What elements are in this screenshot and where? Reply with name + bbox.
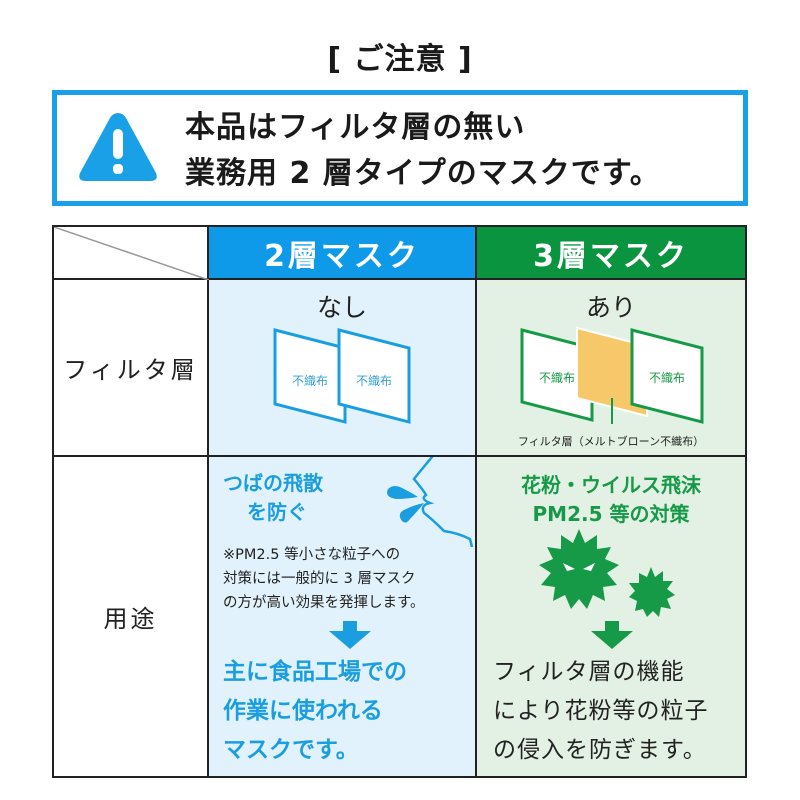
note-line-3: の方が高い効果を発揮します。 (223, 595, 425, 611)
usage-two-layer-note: ※PM2.5 等小さな粒子への 対策には一般的に 3 層マスク の方が高い効果を… (223, 543, 425, 615)
page-title: [ ご注意 ] (327, 42, 473, 77)
note-line-2: 対策には一般的に 3 層マスク (223, 571, 416, 587)
body-line-2: により花粉等の粒子 (493, 698, 709, 724)
warning-triangle-icon (79, 113, 157, 181)
body-line-1: フィルタ層の機能 (493, 659, 685, 685)
row-label-filter: フィルタ層 (54, 280, 209, 457)
layer-label: 不織布 (649, 371, 685, 385)
usage-three-layer-headline: 花粉・ウイルス飛沫 PM2.5 等の対策 (477, 471, 745, 529)
header-two-layer-label: 2層マスク (264, 238, 420, 274)
layer-label: 不織布 (356, 374, 392, 388)
body-line-2: 作業に使われる (223, 698, 383, 724)
arrow-down-icon (591, 621, 633, 649)
cell-usage-two-layer: つばの飛散 を防ぐ ※PM2.5 等小さな粒子への 対策には一般的に 3 層マス… (209, 457, 477, 776)
body-line-3: マスクです。 (223, 737, 359, 763)
notice-line-1: 本品はフィルタ層の無い (185, 110, 526, 145)
layer-label: 不織布 (539, 371, 575, 385)
face-spitting-icon (387, 457, 474, 547)
three-layer-diagram-icon: 不織布 不織布 (520, 326, 704, 424)
two-layer-diagram-icon: 不織布 不織布 (273, 328, 411, 424)
comparison-table: 2層マスク 3層マスク フィルタ層 用途 なし 不織布 不織布 あり 不織布 不… (52, 225, 747, 778)
diagonal-line (53, 226, 210, 281)
headline-line-2: PM2.5 等の対策 (532, 502, 690, 526)
notice-box: 本品はフィルタ層の無い 業務用 2 層タイプのマスクです。 (52, 90, 748, 206)
filter-value-present: あり (585, 293, 636, 322)
notice-message: 本品はフィルタ層の無い 業務用 2 層タイプのマスクです。 (185, 105, 661, 197)
headline-line-1: つばの飛散 (223, 471, 323, 495)
usage-three-layer-body: フィルタ層の機能 により花粉等の粒子 の侵入を防ぎます。 (493, 653, 709, 770)
row-label-usage: 用途 (54, 457, 209, 776)
filter-layer-caption: フィルタ層（メルトブローン不織布） (517, 435, 705, 448)
header-three-layer-label: 3層マスク (533, 238, 689, 274)
row-label-usage-text: 用途 (103, 605, 158, 633)
headline-line-2: を防ぐ (247, 500, 307, 524)
body-line-3: の侵入を防ぎます。 (493, 737, 707, 763)
notice-line-2: 業務用 2 層タイプのマスクです。 (185, 156, 661, 191)
arrow-down-icon (329, 621, 371, 649)
cell-usage-three-layer: 花粉・ウイルス飛沫 PM2.5 等の対策 フィルタ層の機能 により花粉等の粒子 … (477, 457, 745, 776)
row-label-filter-text: フィルタ層 (63, 356, 198, 384)
layer-label: 不織布 (292, 374, 328, 388)
usage-two-layer-headline: つばの飛散 を防ぐ (223, 469, 323, 527)
filter-value-none: なし (316, 293, 367, 322)
usage-two-layer-body: 主に食品工場での 作業に使われる マスクです。 (223, 653, 407, 770)
virus-icon (539, 529, 675, 617)
table-corner-cell (53, 226, 210, 281)
headline-line-1: 花粉・ウイルス飛沫 (521, 473, 701, 497)
header-two-layer: 2層マスク (209, 227, 477, 280)
note-line-1: ※PM2.5 等小さな粒子への (223, 547, 401, 563)
cell-filter-two-layer: なし 不織布 不織布 (209, 280, 477, 457)
body-line-1: 主に食品工場での (223, 659, 407, 685)
cell-filter-three-layer: あり 不織布 不織布 フィルタ層（メルトブローン不織布） (477, 280, 745, 457)
header-three-layer: 3層マスク (477, 227, 745, 280)
